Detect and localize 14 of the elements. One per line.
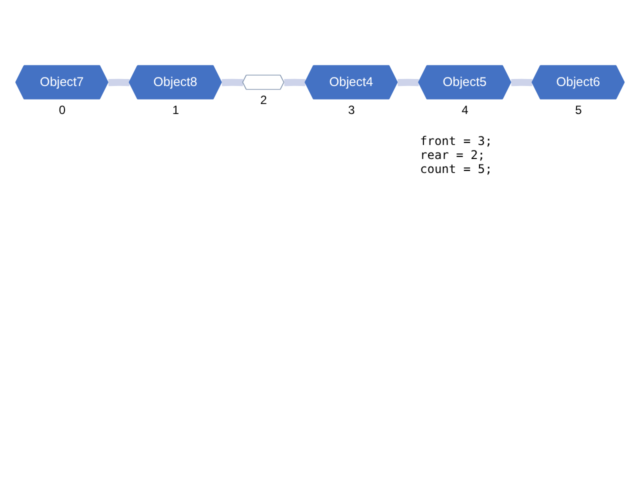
code-line: front = 3; — [420, 134, 494, 148]
connector — [220, 78, 245, 86]
connector — [282, 78, 308, 86]
code-line: count = 5; — [420, 162, 494, 176]
code-line: rear = 2; — [420, 148, 486, 162]
index-number: 5 — [575, 102, 582, 117]
index-number: 2 — [260, 93, 267, 108]
connector — [106, 78, 132, 86]
connector — [396, 78, 421, 86]
index-number: 4 — [462, 102, 468, 117]
index-number: 0 — [58, 102, 66, 117]
connector — [509, 78, 534, 86]
index-number: 1 — [172, 102, 180, 117]
index-number: 3 — [348, 102, 355, 117]
